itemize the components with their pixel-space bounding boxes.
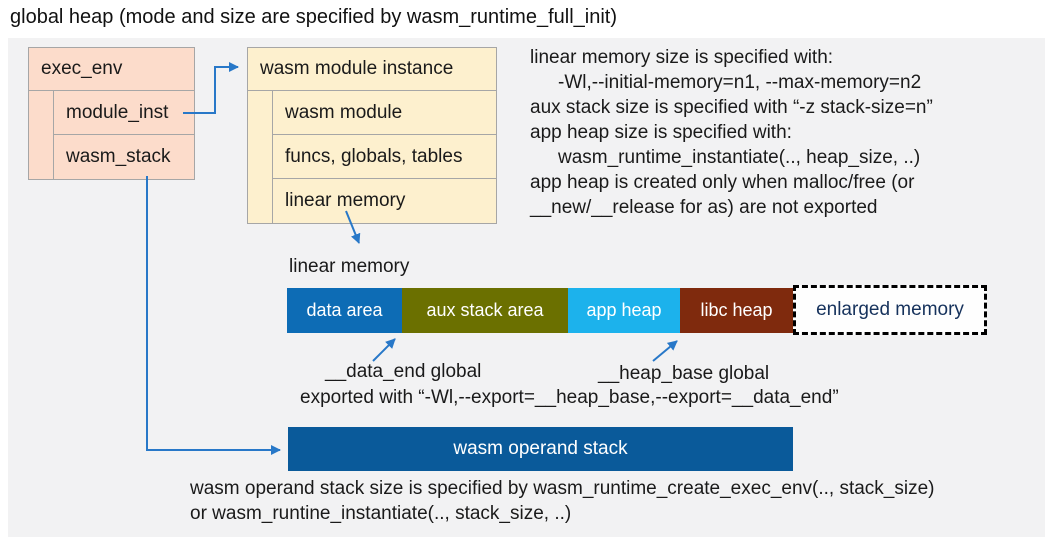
module-instance-row-funcs-globals-tables: funcs, globals, tables [273,135,496,179]
footer-note: wasm operand stack size is specified by … [190,476,935,526]
memory-segment-data-area: data area [287,288,402,333]
footer-note-line: or wasm_runtine_instantiate(.., stack_si… [190,503,572,524]
notes-block: linear memory size is specified with: -W… [530,45,1045,220]
linear-memory-label: linear memory [289,256,410,277]
module-instance-box: wasm module instance wasm module funcs, … [247,47,497,224]
operand-stack-box: wasm operand stack [288,427,793,471]
note-line: linear memory size is specified with: [530,47,834,68]
note-line: __new/__release for as) are not exported [530,197,878,218]
module-instance-header: wasm module instance [248,48,496,91]
exec-env-indent-strip [29,91,54,179]
module-instance-row-wasm-module: wasm module [273,91,496,135]
memory-segment-libc-heap: libc heap [680,288,793,333]
memory-segment-enlarged: enlarged memory [793,285,987,335]
note-line: aux stack size is specified with “-z sta… [530,97,933,118]
memory-segment-aux-stack: aux stack area [402,288,568,333]
export-note: exported with “-Wl,--export=__heap_base,… [300,387,839,408]
note-line: app heap size is specified with: [530,122,792,143]
module-instance-indent-strip [248,91,273,224]
exec-env-box: exec_env module_inst wasm_stack [28,47,195,180]
exec-env-row-module-inst: module_inst [54,91,194,135]
footer-note-line: wasm operand stack size is specified by … [190,478,935,499]
note-line: -Wl,--initial-memory=n1, --max-memory=n2 [558,72,922,93]
exec-env-row-wasm-stack: wasm_stack [66,146,171,167]
memory-segment-app-heap: app heap [568,288,680,333]
note-line: app heap is created only when malloc/fre… [530,172,915,193]
exec-env-header: exec_env [29,48,194,91]
note-line: wasm_runtime_instantiate(.., heap_size, … [558,147,921,168]
module-instance-row-linear-memory: linear memory [285,190,406,211]
data-end-label: __data_end global [325,361,482,382]
heap-base-label: __heap_base global [598,363,770,384]
page-title: global heap (mode and size are specified… [10,6,617,28]
